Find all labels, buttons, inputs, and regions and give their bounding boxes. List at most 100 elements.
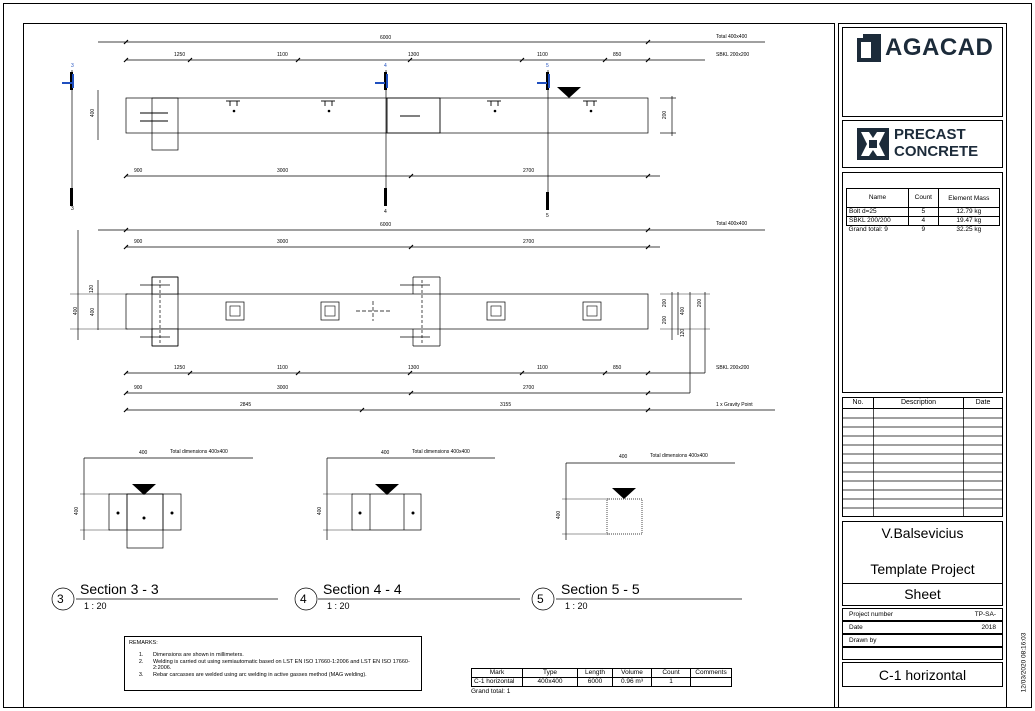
dim-front-top-1: 900: [134, 239, 143, 245]
mass-schedule-box: Name Count Element Mass Bolt d=25 5 12.7…: [842, 172, 1003, 393]
section-3-number: 3: [57, 592, 64, 606]
dim-top-2: 1100: [277, 52, 288, 58]
note-gravity: 1 x Gravity Point: [716, 402, 753, 408]
element-schedule: Mark Type Length Volume Count Comments C…: [471, 668, 732, 695]
schedule-cell: C-1 horizontal: [471, 677, 523, 687]
section-mark-5-top: 5: [546, 63, 549, 69]
revision-grid: [843, 409, 1002, 516]
dim-front-top-3: 2700: [523, 239, 535, 245]
author-name: V.Balsevicius: [881, 525, 964, 541]
dim-bottom-1: 900: [134, 168, 143, 174]
section-5-height: 400: [556, 510, 563, 520]
section-5-title: Section 5 - 5: [561, 581, 640, 597]
dim-gravity-1: 2845: [240, 402, 252, 408]
drawing-area-border: [23, 23, 835, 708]
drawn-by-label: Drawn by: [849, 637, 877, 644]
dim-front-left-2: 120: [89, 284, 96, 294]
company-logo-box: AGACAD: [842, 27, 1003, 117]
dim-front-top-2: 3000: [277, 239, 289, 245]
section-3-title: Section 3 - 3: [80, 581, 159, 597]
remark-item: Welding is carried out using semiautomat…: [145, 659, 417, 671]
mass-header: Element Mass: [937, 188, 1001, 208]
mass-cell: Grand total: 9: [848, 226, 888, 233]
mass-cell: Bolt d=25: [846, 207, 909, 217]
note-sbkl-front: SBKL 200x200: [716, 365, 750, 371]
section-5-note: Total dimensions 400x400: [650, 453, 708, 459]
dim-gravity-2: 3155: [500, 402, 512, 408]
section-3-note: Total dimensions 400x400: [170, 449, 228, 455]
dim-front-right-3: 400: [680, 306, 687, 316]
mass-header: Name: [846, 188, 909, 208]
dim-front-b1-5: 850: [613, 365, 622, 371]
dim-front-left-3: 400: [90, 307, 97, 317]
dim-front-right-2: 200: [662, 315, 669, 325]
mass-cell: 9: [921, 226, 926, 233]
project-number-label: Project number: [849, 611, 894, 618]
dim-front-b1-2: 1100: [277, 365, 288, 371]
mass-cell: 19.47 kg: [937, 216, 1001, 226]
sheet-name-box: C-1 horizontal: [842, 662, 1003, 687]
section-4-scale: 1 : 20: [327, 601, 350, 611]
dim-height-right: 200: [662, 110, 669, 120]
section-mark-4-top: 4: [384, 63, 387, 69]
schedule-header: Volume: [612, 668, 652, 678]
mass-cell: 12.79 kg: [937, 207, 1001, 217]
section-views: [51, 457, 742, 611]
drawing-views: [51, 39, 775, 611]
sheet-name: C-1 horizontal: [878, 667, 967, 683]
mass-cell: 5: [907, 207, 939, 217]
sheet-label: Sheet: [904, 586, 941, 602]
section-5-number: 5: [537, 592, 544, 606]
dim-bottom-3: 2700: [523, 168, 535, 174]
dim-height-left: 400: [90, 108, 97, 118]
schedule-cell: [690, 677, 732, 687]
revision-header-date: Date: [964, 398, 1002, 409]
mass-cell: SBKL 200/200: [846, 216, 909, 226]
section-3-dim: 400: [139, 450, 148, 456]
section-4-number: 4: [300, 592, 307, 606]
dim-front-right-4: 120: [680, 328, 687, 338]
schedule-header: Mark: [471, 668, 523, 678]
section-4-note: Total dimensions 400x400: [412, 449, 470, 455]
section-4-title: Section 4 - 4: [323, 581, 402, 597]
company-name: AGACAD: [885, 34, 994, 61]
dim-front-right-1: 200: [662, 298, 669, 308]
product-logo-box: PRECAST CONCRETE: [842, 120, 1003, 168]
project-name: Template Project: [870, 561, 975, 577]
dim-bottom-2: 3000: [277, 168, 289, 174]
note-total-front: Total 400x400: [716, 221, 748, 227]
dim-front-b1-1: 1250: [174, 365, 186, 371]
dim-front-b1-4: 1100: [537, 365, 548, 371]
schedule-cell: 0.96 m³: [612, 677, 652, 687]
remarks-title: REMARKS:: [129, 640, 158, 646]
date-label: Date: [849, 624, 863, 631]
date-value: 2018: [981, 624, 996, 631]
section-5-dim: 400: [619, 454, 628, 460]
remark-item: Dimensions are shown in millimeters.: [145, 652, 417, 658]
schedule-header: Comments: [690, 668, 732, 678]
precast-logo-icon: [857, 128, 889, 160]
note-total-top: Total 400x400: [716, 34, 748, 40]
schedule-header: Length: [577, 668, 613, 678]
revision-table: No. Description Date: [842, 397, 1003, 517]
table-row: SBKL 200/200 4 19.47 kg: [846, 216, 1001, 226]
dim-top-5: 850: [613, 52, 622, 58]
dim-front-b1-3: 1300: [408, 365, 420, 371]
drawn-by-row: Drawn by: [842, 634, 1003, 647]
print-timestamp: 12/03/2020 08:16:03: [1020, 632, 1028, 693]
revision-header-description: Description: [874, 398, 964, 409]
dim-front-b2-3: 2700: [523, 385, 535, 391]
mass-cell: 32.25 kg: [956, 226, 982, 233]
table-row: C-1 horizontal 400x400 6000 0.96 m³ 1: [471, 677, 732, 687]
agacad-logo-icon: [857, 34, 881, 62]
dim-top-3: 1300: [408, 52, 420, 58]
dim-front-b2-1: 900: [134, 385, 143, 391]
schedule-cell: 400x400: [522, 677, 578, 687]
mass-cell: 4: [907, 216, 939, 226]
titleblock-border: [838, 23, 1007, 708]
product-name-line2: CONCRETE: [894, 143, 979, 160]
dim-front-right-5: 200: [697, 298, 704, 308]
schedule-header: Type: [522, 668, 578, 678]
section-3-scale: 1 : 20: [84, 601, 107, 611]
